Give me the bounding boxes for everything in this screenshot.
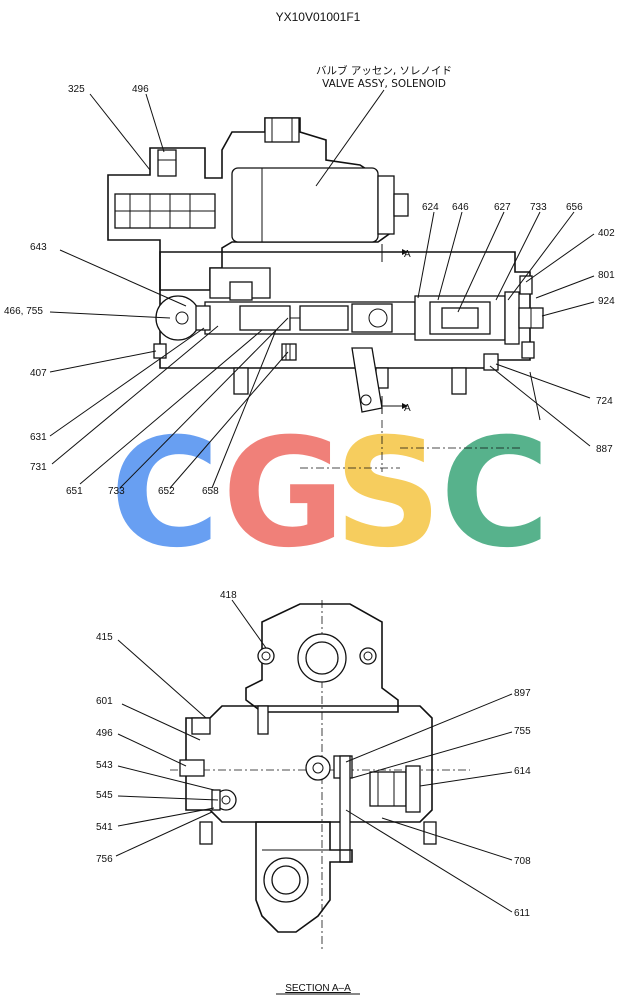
section-aa-drawing [170,600,470,950]
callout-407: 407 [30,368,47,379]
watermark-letter-c2: C [440,407,550,581]
callout-733-bottom: 733 [108,486,125,497]
watermark-letter-g: G [222,407,345,581]
top-leader-lines [49,89,595,489]
callout-496-top: 496 [132,84,149,95]
drawing-number: YX10V01001F1 [276,10,361,24]
callout-325: 325 [68,84,85,95]
section-marker-bottom: A [404,403,411,414]
callout-627: 627 [494,202,511,213]
callout-646: 646 [452,202,469,213]
callout-801: 801 [598,270,615,281]
callout-415: 415 [96,632,113,643]
callout-887: 887 [596,444,613,455]
callout-731: 731 [30,462,47,473]
callout-708: 708 [514,856,531,867]
callout-652: 652 [158,486,175,497]
top-assembly-drawing [107,117,544,472]
bottom-leader-lines [115,599,513,913]
section-marker-top: A [404,249,411,260]
callout-545: 545 [96,790,113,801]
callout-756: 756 [96,854,113,865]
callout-651: 651 [66,486,83,497]
callout-402: 402 [598,228,615,239]
callout-755: 755 [514,726,531,737]
callout-541: 541 [96,822,113,833]
watermark-letter-s: S [334,407,442,581]
callout-733-top: 733 [530,202,547,213]
callout-643: 643 [30,242,47,253]
callout-658: 658 [202,486,219,497]
callout-631: 631 [30,432,47,443]
callout-611: 611 [514,908,530,919]
callout-601: 601 [96,696,113,707]
section-title: SECTION A–A [285,983,351,994]
cgsc-watermark: C G S C [110,407,550,581]
watermark-letter-c1: C [110,407,220,581]
callout-496-bottom: 496 [96,728,113,739]
callout-724: 724 [596,396,613,407]
callout-624: 624 [422,202,439,213]
callout-543: 543 [96,760,113,771]
callout-897: 897 [514,688,531,699]
valve-label-jp: バルブ アッセン, ソレノイド [316,64,452,77]
callout-418: 418 [220,590,237,601]
callout-614: 614 [514,766,531,777]
valve-label-en: VALVE ASSY, SOLENOID [322,78,446,90]
callout-656: 656 [566,202,583,213]
callout-466-755: 466, 755 [4,306,43,317]
callout-924: 924 [598,296,615,307]
